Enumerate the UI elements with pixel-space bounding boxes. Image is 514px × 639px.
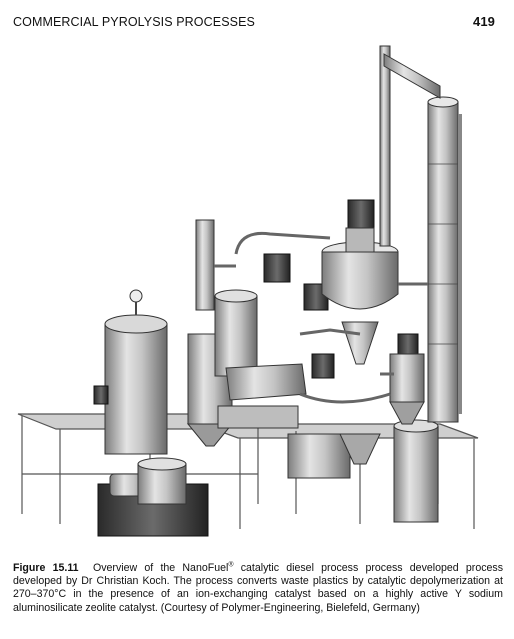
running-header: COMMERCIAL PYROLYSIS PROCESSES 419 — [13, 14, 495, 30]
figure-caption: Figure 15.11 Overview of the NanoFuel® c… — [13, 561, 504, 615]
lower-tanks — [287, 419, 439, 523]
plant-illustration — [17, 45, 479, 537]
page-number: 419 — [473, 14, 495, 29]
lower-pot — [137, 457, 187, 505]
bowl-reactor — [321, 227, 399, 365]
process-piping — [214, 231, 428, 404]
figure-label: Figure 15.11 — [13, 562, 79, 574]
overhead-condenser — [379, 45, 441, 247]
registered-mark: ® — [228, 561, 234, 569]
caption-text-rest: catalytic diesel process process develop… — [13, 562, 504, 614]
cyclone — [389, 353, 425, 425]
distillation-column — [427, 96, 462, 423]
motors — [93, 199, 419, 405]
feed-conveyor — [217, 363, 307, 429]
caption-text-start: Overview of the NanoFuel — [93, 562, 229, 574]
left-vessel — [104, 289, 168, 455]
middle-reactor — [186, 219, 258, 447]
running-title: COMMERCIAL PYROLYSIS PROCESSES — [13, 15, 255, 29]
